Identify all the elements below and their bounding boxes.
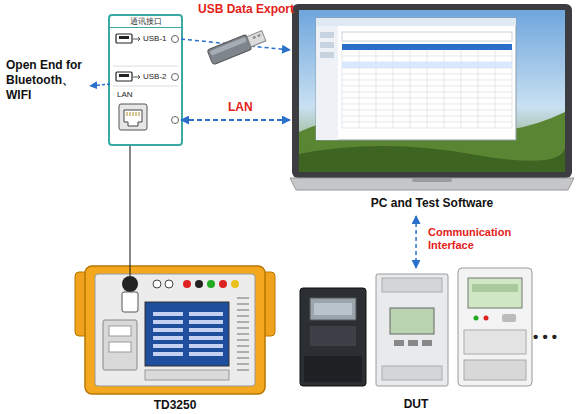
connector-arrow xyxy=(415,216,417,268)
edge-label: LAN xyxy=(228,101,253,115)
wireless-note: Open End for Bluetooth、WIFI xyxy=(6,58,92,103)
laptop-illustration xyxy=(290,4,574,192)
port-label: LAN xyxy=(117,90,133,99)
panel-title: 通讯接口 xyxy=(110,17,181,28)
connector-arrow xyxy=(130,146,131,262)
instrument-illustration xyxy=(75,262,275,396)
meter-illustrations xyxy=(298,268,534,392)
port-label: USB-2 xyxy=(143,72,167,81)
test-instrument: TD3250 xyxy=(75,262,275,414)
usb-port: USB-2 xyxy=(113,68,181,86)
usb-port: USB-1 xyxy=(113,30,181,48)
connector-arrow xyxy=(181,119,290,121)
edge-label: USB Data Export xyxy=(198,3,294,17)
edge-label: Communication Interface xyxy=(428,226,524,251)
port-label: USB-1 xyxy=(143,34,167,43)
device-caption: PC and Test Software xyxy=(290,197,574,211)
laptop: PC and Test Software xyxy=(290,4,574,216)
lan-port: LAN xyxy=(113,88,181,138)
meter-group: DUT xyxy=(298,268,534,414)
continuation-dots: • • • xyxy=(533,328,557,345)
interface-panel: 通讯接口 USB-1USB-2LAN xyxy=(108,14,183,146)
device-caption: DUT xyxy=(298,398,534,412)
device-caption: TD3250 xyxy=(75,399,275,413)
